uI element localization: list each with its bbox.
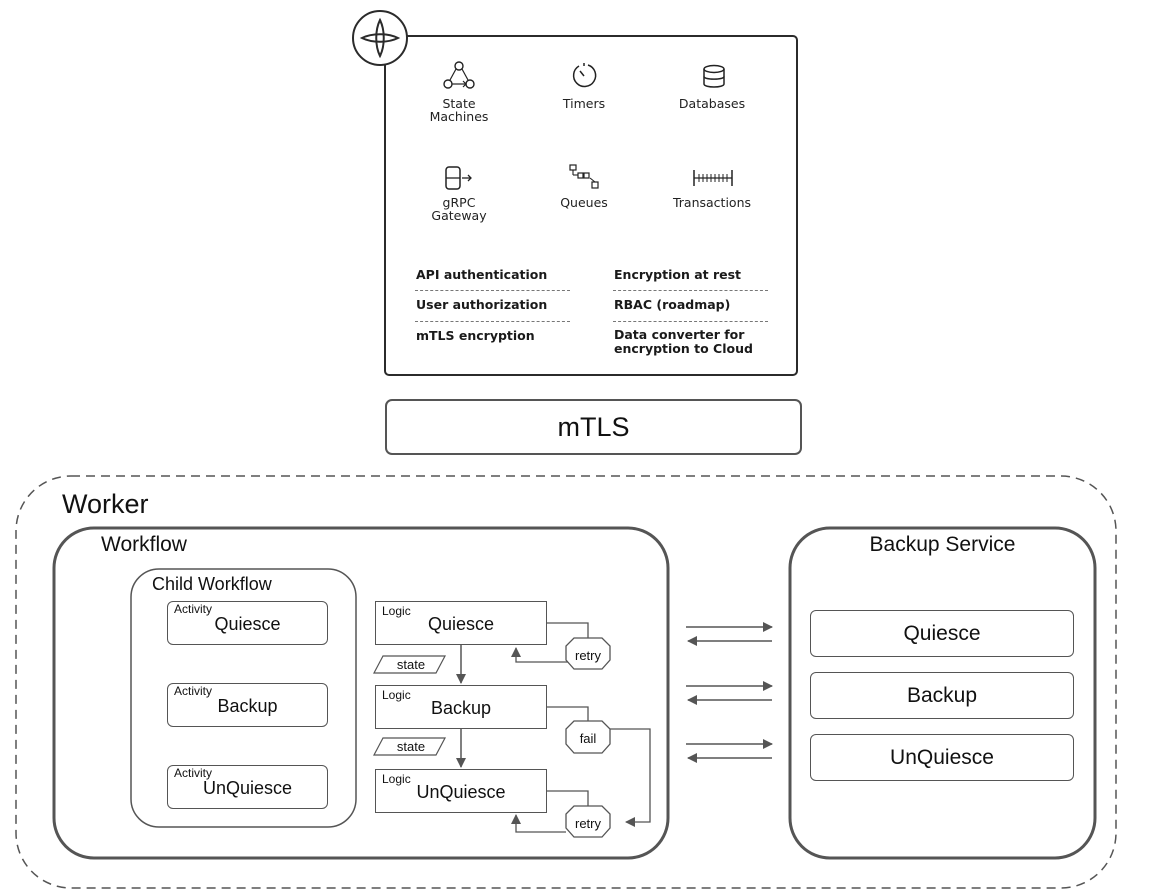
state-label: state bbox=[396, 657, 426, 672]
activity-tag: Activity bbox=[174, 602, 213, 616]
security-item: User authorization bbox=[416, 297, 548, 312]
activity-tag: Activity bbox=[174, 684, 213, 698]
backup-service-box bbox=[788, 526, 1097, 860]
logic-tag: Logic bbox=[382, 688, 411, 702]
feature-label-state-machines: State Machines bbox=[429, 96, 489, 124]
child-workflow-title: Child Workflow bbox=[152, 574, 272, 594]
state-shape bbox=[373, 655, 446, 674]
feature-label-transactions: Transactions bbox=[672, 195, 752, 210]
service-quiesce: Quiesce bbox=[810, 610, 1074, 657]
child-workflow-box bbox=[130, 568, 357, 828]
security-item: RBAC (roadmap) bbox=[614, 297, 731, 312]
logic-name: UnQuiesce bbox=[416, 782, 506, 802]
workflow-box bbox=[52, 526, 670, 860]
service-item-label: Quiesce bbox=[903, 621, 981, 645]
mtls-label: mTLS bbox=[557, 411, 630, 442]
feature-label-grpc-gateway: gRPC Gateway bbox=[431, 195, 487, 223]
mtls-box: mTLS bbox=[385, 399, 802, 455]
activity-name: UnQuiesce bbox=[202, 778, 293, 798]
worker-boundary bbox=[15, 475, 1117, 889]
security-item: API authentication bbox=[416, 267, 548, 282]
logic-tag: Logic bbox=[382, 604, 411, 618]
state-machine-icon bbox=[443, 61, 475, 89]
activity-unquiesce: Activity UnQuiesce bbox=[167, 765, 328, 809]
retry-shape bbox=[565, 805, 611, 838]
logic-step-unquiesce: Logic UnQuiesce bbox=[375, 769, 547, 813]
gateway-icon bbox=[445, 166, 472, 190]
separator bbox=[613, 290, 768, 291]
fail-shape bbox=[565, 720, 611, 754]
feature-label-timers: Timers bbox=[562, 96, 606, 111]
service-item-label: UnQuiesce bbox=[890, 745, 994, 769]
state-label: state bbox=[396, 739, 426, 754]
platform-panel bbox=[384, 35, 798, 376]
database-icon bbox=[703, 64, 725, 88]
temporal-logo-icon bbox=[352, 10, 408, 66]
queue-icon bbox=[569, 164, 599, 189]
logic-tag: Logic bbox=[382, 772, 411, 786]
logic-step-backup: Logic Backup bbox=[375, 685, 547, 729]
logic-step-quiesce: Logic Quiesce bbox=[375, 601, 547, 645]
fail-label: fail bbox=[579, 731, 597, 746]
transaction-icon bbox=[693, 170, 733, 186]
logic-name: Backup bbox=[430, 698, 492, 718]
service-item-label: Backup bbox=[906, 683, 978, 707]
retry-label: retry bbox=[575, 648, 601, 663]
separator bbox=[613, 321, 768, 322]
activity-name: Quiesce bbox=[214, 614, 281, 634]
backup-service-title: Backup Service bbox=[869, 533, 1016, 556]
logic-name: Quiesce bbox=[427, 614, 495, 634]
worker-title: Worker bbox=[62, 489, 149, 519]
activity-tag: Activity bbox=[174, 766, 213, 780]
separator bbox=[415, 290, 570, 291]
feature-label-databases: Databases bbox=[678, 96, 746, 111]
activity-quiesce: Activity Quiesce bbox=[167, 601, 328, 645]
activity-name: Backup bbox=[217, 696, 278, 716]
workflow-title: Workflow bbox=[101, 533, 187, 556]
service-unquiesce: UnQuiesce bbox=[810, 734, 1074, 781]
activity-backup: Activity Backup bbox=[167, 683, 328, 727]
service-backup: Backup bbox=[810, 672, 1074, 719]
security-item: Data converter for encryption to Cloud bbox=[614, 327, 753, 356]
security-item: Encryption at rest bbox=[614, 267, 742, 282]
security-item: mTLS encryption bbox=[416, 328, 535, 343]
feature-label-queues: Queues bbox=[560, 195, 608, 210]
separator bbox=[415, 321, 570, 322]
retry-label: retry bbox=[575, 816, 601, 831]
state-shape bbox=[373, 737, 446, 756]
timer-icon bbox=[572, 63, 597, 88]
retry-shape bbox=[565, 637, 611, 670]
